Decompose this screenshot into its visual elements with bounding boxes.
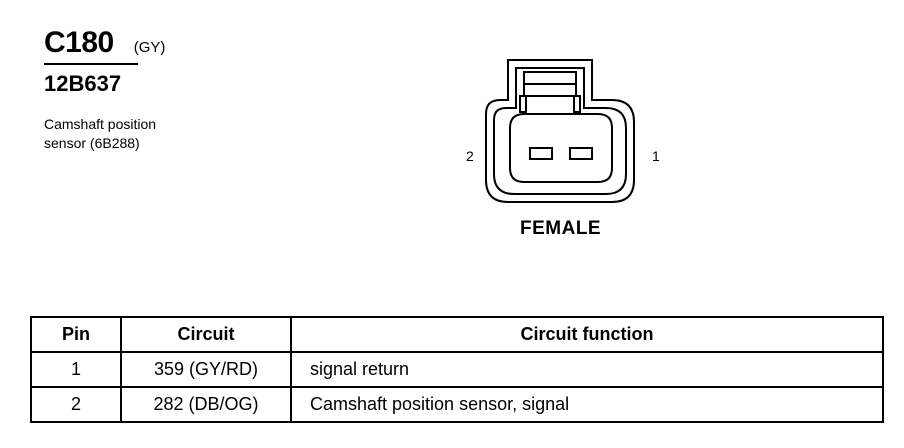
connector-color-code: (GY): [133, 39, 166, 56]
connector-outer-shell: [485, 59, 635, 203]
connector-face-diagram: 2 1 FEMALE: [440, 40, 700, 250]
cell-circuit: 359 (GY/RD): [120, 351, 292, 388]
cell-pin: 1: [30, 351, 122, 388]
column-header-pin: Pin: [30, 316, 122, 353]
cell-circuit: 282 (DB/OG): [120, 386, 292, 423]
description-line-1: Camshaft position: [44, 116, 157, 132]
terminal-pin-2: [529, 147, 553, 160]
pin-1-label: 1: [652, 148, 660, 164]
cell-function: signal return: [290, 351, 884, 388]
column-header-circuit: Circuit: [120, 316, 292, 353]
connector-inner-shell: [493, 67, 627, 195]
pinout-table: Pin Circuit Circuit function 1 359 (GY/R…: [30, 316, 884, 423]
connector-id-row: C180 (GY): [44, 26, 264, 60]
column-header-function: Circuit function: [290, 316, 884, 353]
latch-post-left: [519, 95, 527, 113]
header-divider: [44, 63, 138, 65]
connector-shell: [485, 59, 635, 203]
connector-description: Camshaft position sensor (6B288): [44, 115, 234, 153]
connector-id: C180: [44, 26, 114, 59]
cell-pin: 2: [30, 386, 122, 423]
part-number: 12B637: [44, 71, 122, 96]
description-line-2: sensor (6B288): [44, 135, 140, 151]
connector-gender-label: FEMALE: [520, 218, 602, 239]
table-row: 1 359 (GY/RD) signal return: [30, 351, 884, 388]
cell-function: Camshaft position sensor, signal: [290, 386, 884, 423]
terminal-pin-1: [569, 147, 593, 160]
table-row: 2 282 (DB/OG) Camshaft position sensor, …: [30, 386, 884, 423]
pin-2-label: 2: [466, 148, 474, 164]
connector-header: C180 (GY) 12B637 Camshaft position senso…: [44, 26, 264, 153]
table-header-row: Pin Circuit Circuit function: [30, 316, 884, 353]
terminal-housing: [509, 113, 613, 183]
connector-face-drawing: [485, 59, 635, 203]
latch-post-right: [573, 95, 581, 113]
